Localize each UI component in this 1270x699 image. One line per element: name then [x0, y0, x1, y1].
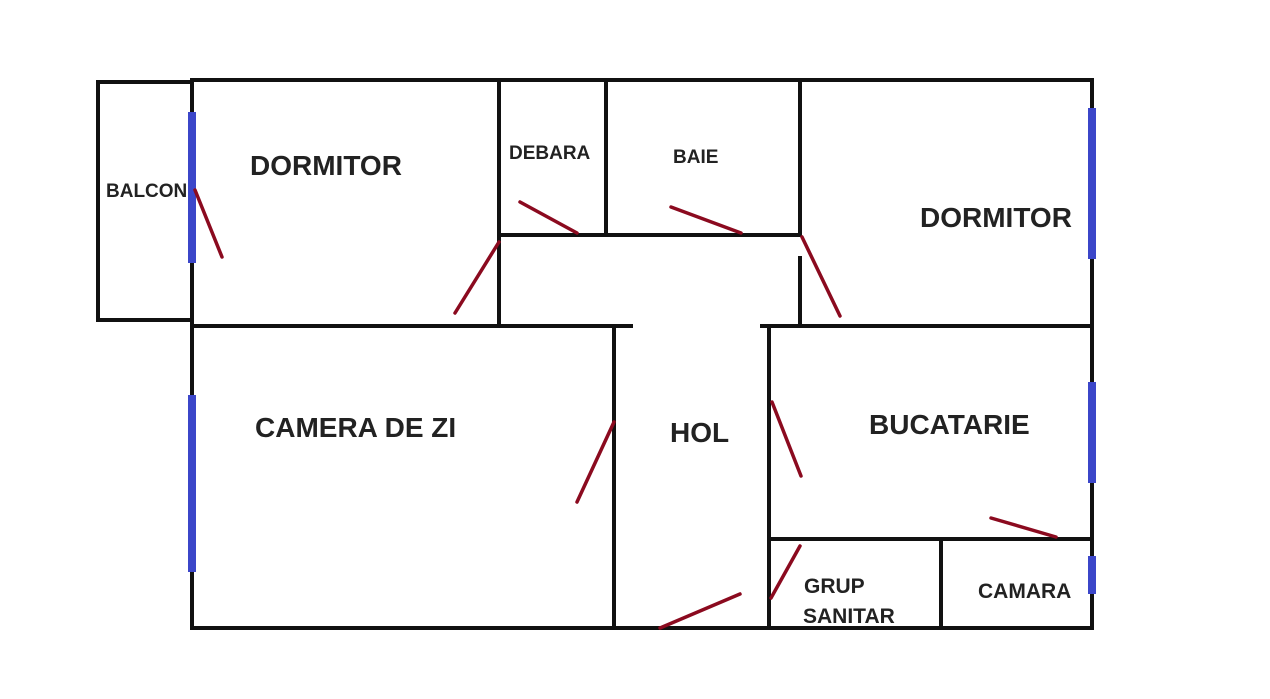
door-entrance: [658, 592, 742, 630]
label-bucatarie: BUCATARIE: [869, 409, 1030, 440]
label-camara: CAMARA: [978, 580, 1071, 603]
door-camera-de-zi: [575, 420, 616, 504]
room-labels: DORMITOR BALCON DEBARA BAIE DORMITOR CAM…: [106, 143, 1072, 628]
door-dormitor-left: [453, 240, 501, 315]
label-baie: BAIE: [673, 147, 718, 168]
label-hol: HOL: [670, 417, 729, 448]
label-grup-sanitar-line1: GRUP: [804, 575, 865, 598]
label-grup-sanitar-line2: SANITAR: [803, 605, 895, 628]
label-dormitor-left: DORMITOR: [250, 150, 402, 181]
label-balcon: BALCON: [106, 181, 187, 202]
door-dormitor-right: [800, 235, 842, 318]
door-balcon: [193, 188, 224, 259]
doors: [193, 188, 1058, 630]
balcony-wall: [96, 80, 194, 322]
label-dormitor-right: DORMITOR: [920, 202, 1072, 233]
label-camera-de-zi: CAMERA DE ZI: [255, 412, 456, 443]
door-camara: [989, 516, 1058, 539]
windows: [188, 108, 1096, 594]
door-grup-sanitar: [769, 544, 802, 600]
door-bucatarie: [770, 400, 803, 478]
label-debara: DEBARA: [509, 143, 591, 164]
door-baie: [669, 205, 743, 235]
door-debara: [518, 200, 579, 235]
walls: [96, 78, 1094, 630]
